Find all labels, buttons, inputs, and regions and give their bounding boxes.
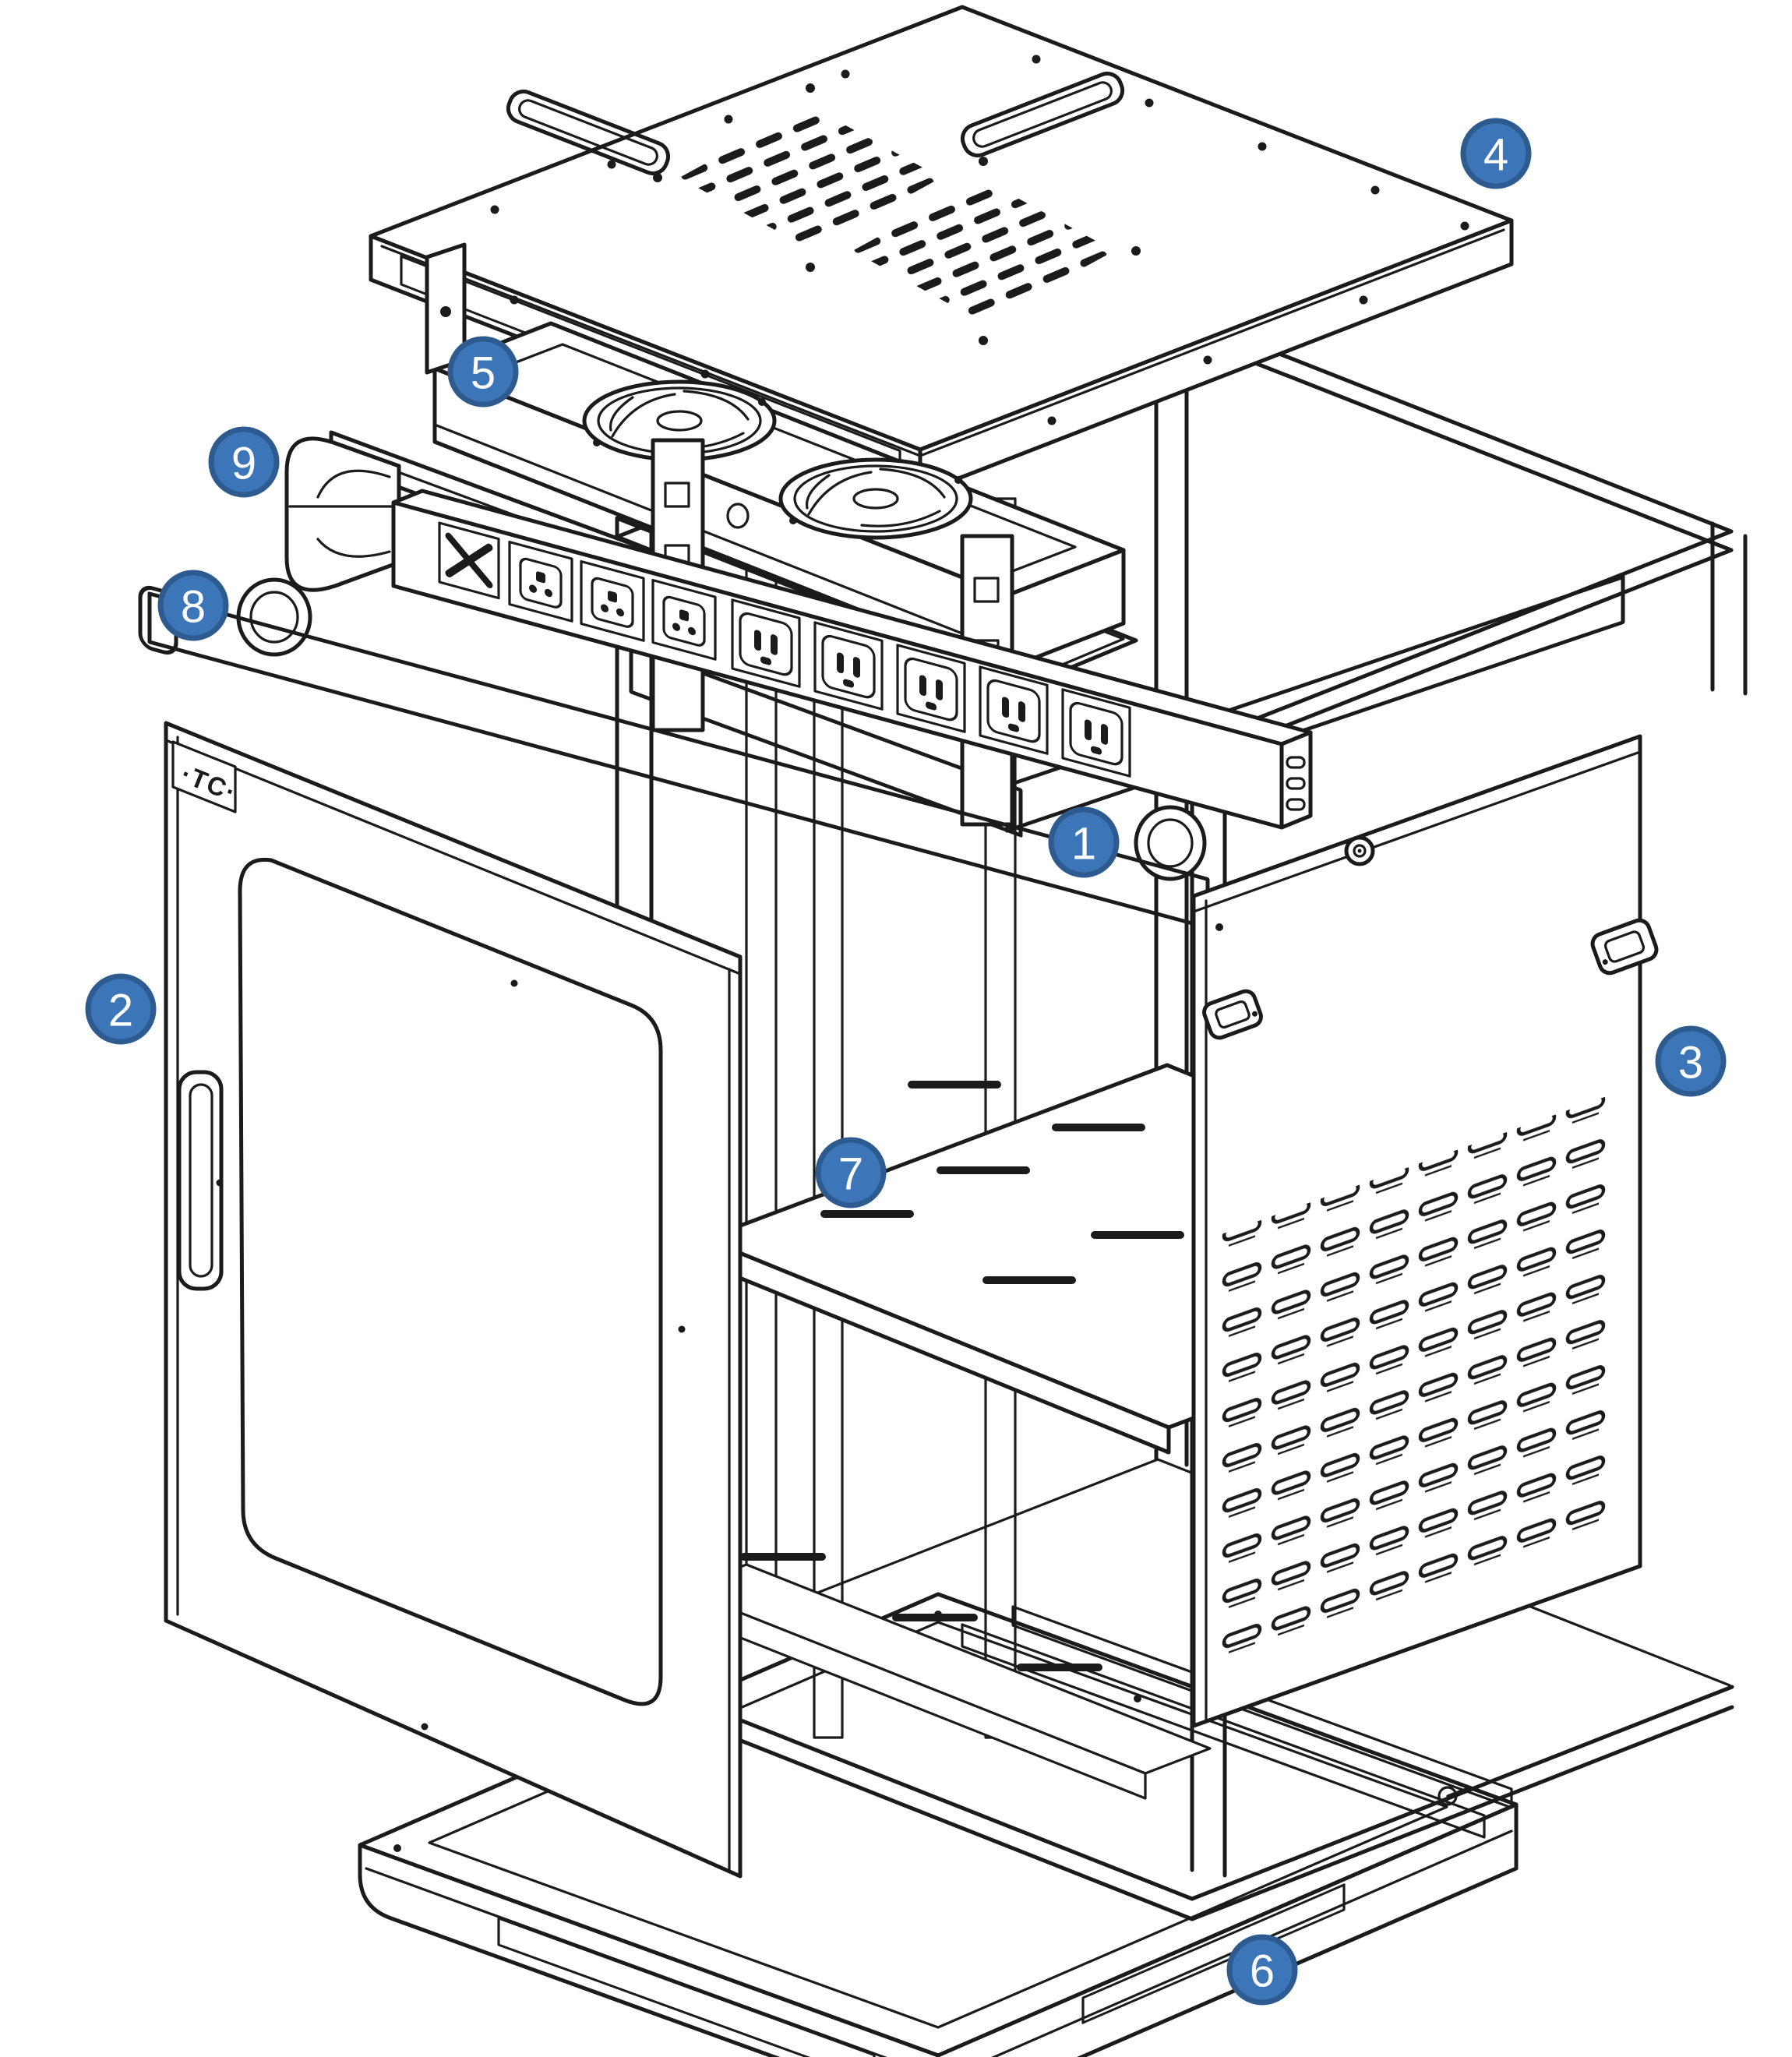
pdu-cross-vent bbox=[438, 521, 500, 600]
pdu-outlet-c19-4 bbox=[979, 665, 1049, 755]
callout-4-top-cover: 4 bbox=[1460, 118, 1532, 189]
top-cable-slot-left bbox=[506, 89, 671, 176]
side-panel bbox=[1191, 734, 1659, 1728]
svg-text:3: 3 bbox=[1678, 1038, 1703, 1088]
svg-text:6: 6 bbox=[1250, 1946, 1275, 1997]
side-panel-latch-left bbox=[1202, 989, 1263, 1040]
pdu-outlet-c19-3 bbox=[896, 644, 966, 733]
rack-rail-1 bbox=[745, 567, 778, 1630]
top-vent-cluster-1 bbox=[653, 83, 941, 272]
svg-text:8: 8 bbox=[181, 582, 206, 633]
side-panel-lock bbox=[1344, 835, 1375, 866]
fan-tray bbox=[425, 242, 1126, 671]
base-vent-strip-left bbox=[497, 1917, 876, 2057]
callout-3-side-panel: 3 bbox=[1655, 1025, 1727, 1097]
callout-layer: 1 2 3 4 5 6 7 8 9 bbox=[85, 118, 1727, 2006]
svg-text:5: 5 bbox=[471, 348, 496, 399]
fan-1 bbox=[582, 379, 777, 462]
frame-front-rail bbox=[629, 644, 1023, 838]
top-vent-cluster-2 bbox=[852, 157, 1141, 345]
callout-1-cabinet-frame: 1 bbox=[1048, 806, 1120, 878]
pdu-outlet-c19-1 bbox=[731, 598, 801, 688]
svg-text:4: 4 bbox=[1483, 130, 1508, 181]
svg-text:9: 9 bbox=[231, 439, 256, 489]
callout-5-fan-tray: 5 bbox=[447, 336, 519, 408]
pdu-power-strip bbox=[284, 430, 1313, 830]
pdu-outlet-c13-1 bbox=[508, 540, 573, 623]
callout-9-pdu-power-strip: 9 bbox=[208, 426, 280, 498]
side-panel-latch-right bbox=[1590, 918, 1659, 976]
pdu-outlet-c19-5 bbox=[1061, 688, 1131, 778]
fan-2 bbox=[778, 457, 973, 540]
svg-text:1: 1 bbox=[1071, 819, 1096, 870]
svg-text:7: 7 bbox=[838, 1149, 863, 1200]
pdu-outlet-c19-2 bbox=[813, 621, 884, 711]
pdu-outlet-c13-2 bbox=[580, 559, 645, 642]
door-window bbox=[238, 857, 663, 1706]
side-panel-louvers bbox=[1219, 1094, 1613, 1660]
front-glass-door: ·TC· bbox=[164, 721, 743, 1879]
top-cable-slot-right bbox=[960, 71, 1125, 158]
top-screw-holes bbox=[490, 55, 1469, 425]
pdu-outlet-c13-3 bbox=[651, 578, 717, 661]
svg-text:2: 2 bbox=[108, 986, 133, 1036]
pdu-circuit-breaker bbox=[284, 436, 401, 592]
callout-8-cable-management-bar: 8 bbox=[157, 570, 229, 641]
lower-shelf bbox=[680, 1553, 1212, 1800]
callout-6-base: 6 bbox=[1226, 1934, 1298, 2006]
callout-7-shelf: 7 bbox=[815, 1137, 887, 1208]
door-handle bbox=[177, 1070, 224, 1291]
callout-2-front-glass-door: 2 bbox=[85, 973, 157, 1045]
base-vent-strip-right bbox=[1081, 1883, 1346, 2024]
